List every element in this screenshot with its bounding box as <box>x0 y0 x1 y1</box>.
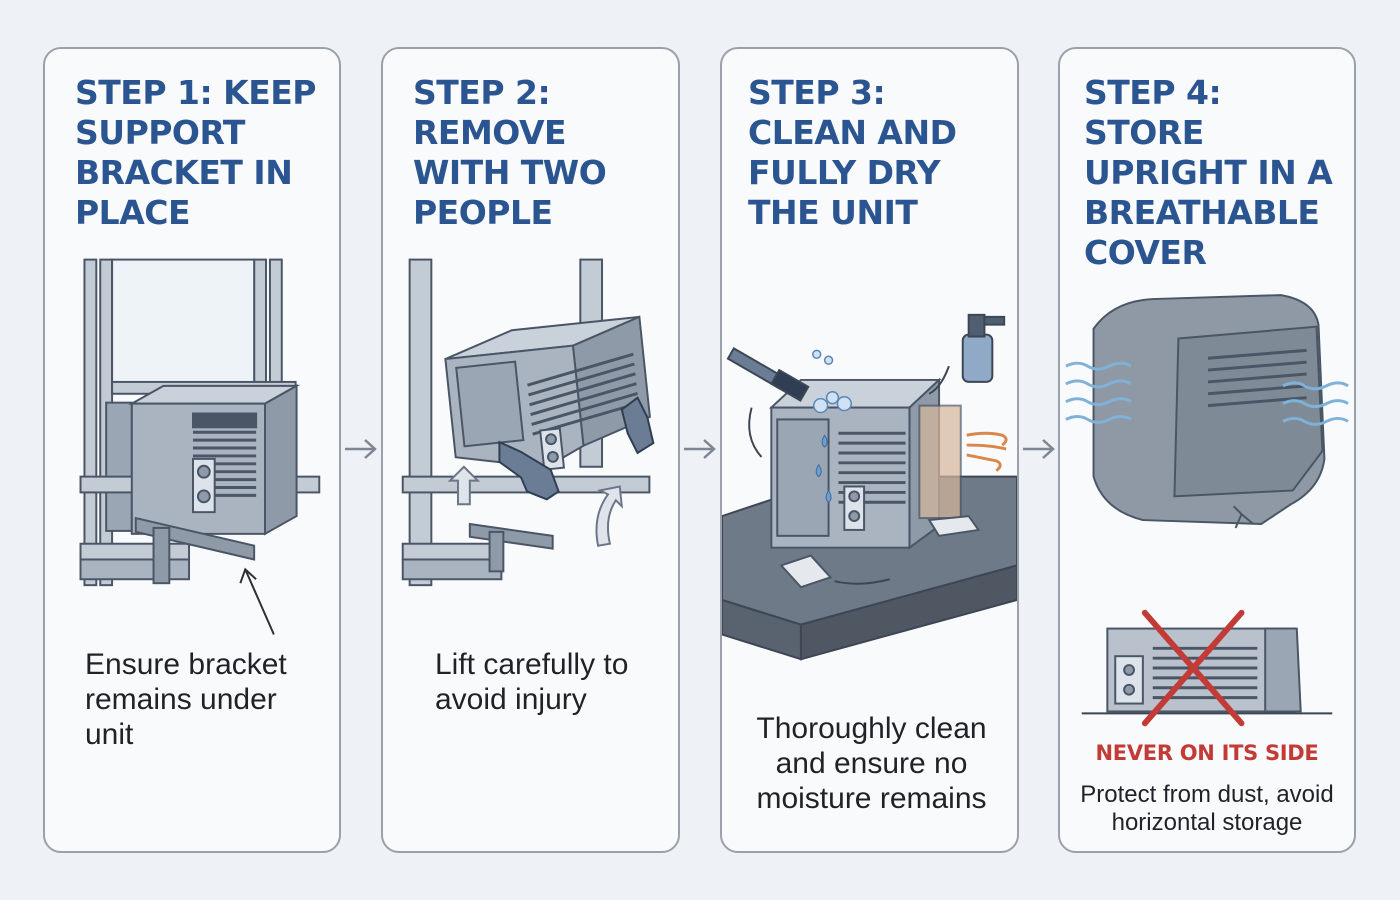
step-4-panel: STEP 4: STORE UPRIGHT IN A BREATHABLE CO… <box>1058 47 1356 853</box>
sideways-unit <box>1081 627 1333 715</box>
arrow-right-icon <box>684 439 716 459</box>
step-2-panel: STEP 2: REMOVE WITH TWO PEOPLE <box>381 47 680 853</box>
step-1-panel: STEP 1: KEEP SUPPORT BRACKET IN PLACE <box>43 47 341 853</box>
air-conditioner-icon <box>128 384 301 536</box>
step-1-caption: Ensure bracket remains under unit <box>85 648 287 751</box>
step-1-illustration <box>79 258 321 635</box>
bracket-icon <box>134 516 256 585</box>
step-2-title: STEP 2: REMOVE WITH TWO PEOPLE <box>413 73 607 232</box>
warning-text: NEVER ON ITS SIDE <box>1095 741 1319 765</box>
airflow-icon <box>966 431 1008 472</box>
arrow-right-icon <box>1023 439 1055 459</box>
lift-arrow-icon <box>447 465 624 547</box>
step-3-caption: Thoroughly clean and ensure no moisture … <box>756 712 987 815</box>
glove-icon <box>498 396 655 501</box>
step-3-illustration <box>722 313 1017 661</box>
brush-icon <box>726 347 810 402</box>
step-4-title: STEP 4: STORE UPRIGHT IN A BREATHABLE CO… <box>1084 73 1333 272</box>
cloth-icon <box>779 515 981 589</box>
step-4-illustration <box>1065 294 1349 727</box>
spray-bottle-icon <box>961 313 1006 383</box>
pointer-arrow <box>239 567 275 635</box>
step-3-panel: STEP 3: CLEAN AND FULLY DRY THE UNIT <box>720 47 1019 853</box>
arrow-right-icon <box>345 439 377 459</box>
step-4-caption: Protect from dust, avoid horizontal stor… <box>1080 781 1334 836</box>
cross-mark-icon <box>1141 609 1245 727</box>
airflow-icon <box>1065 361 1349 426</box>
air-conditioner-icon <box>444 315 651 471</box>
bracket-icon <box>468 522 554 573</box>
water-drop-icon <box>815 434 832 503</box>
step-2-illustration <box>401 258 655 587</box>
step-1-title: STEP 1: KEEP SUPPORT BRACKET IN PLACE <box>75 73 316 232</box>
step-3-title: STEP 3: CLEAN AND FULLY DRY THE UNIT <box>748 73 957 232</box>
air-conditioner-icon <box>768 377 962 550</box>
step-2-caption: Lift carefully to avoid injury <box>435 648 629 716</box>
cover-icon <box>1092 294 1326 529</box>
process-arrows <box>748 365 950 585</box>
foam-bubbles <box>812 349 852 414</box>
